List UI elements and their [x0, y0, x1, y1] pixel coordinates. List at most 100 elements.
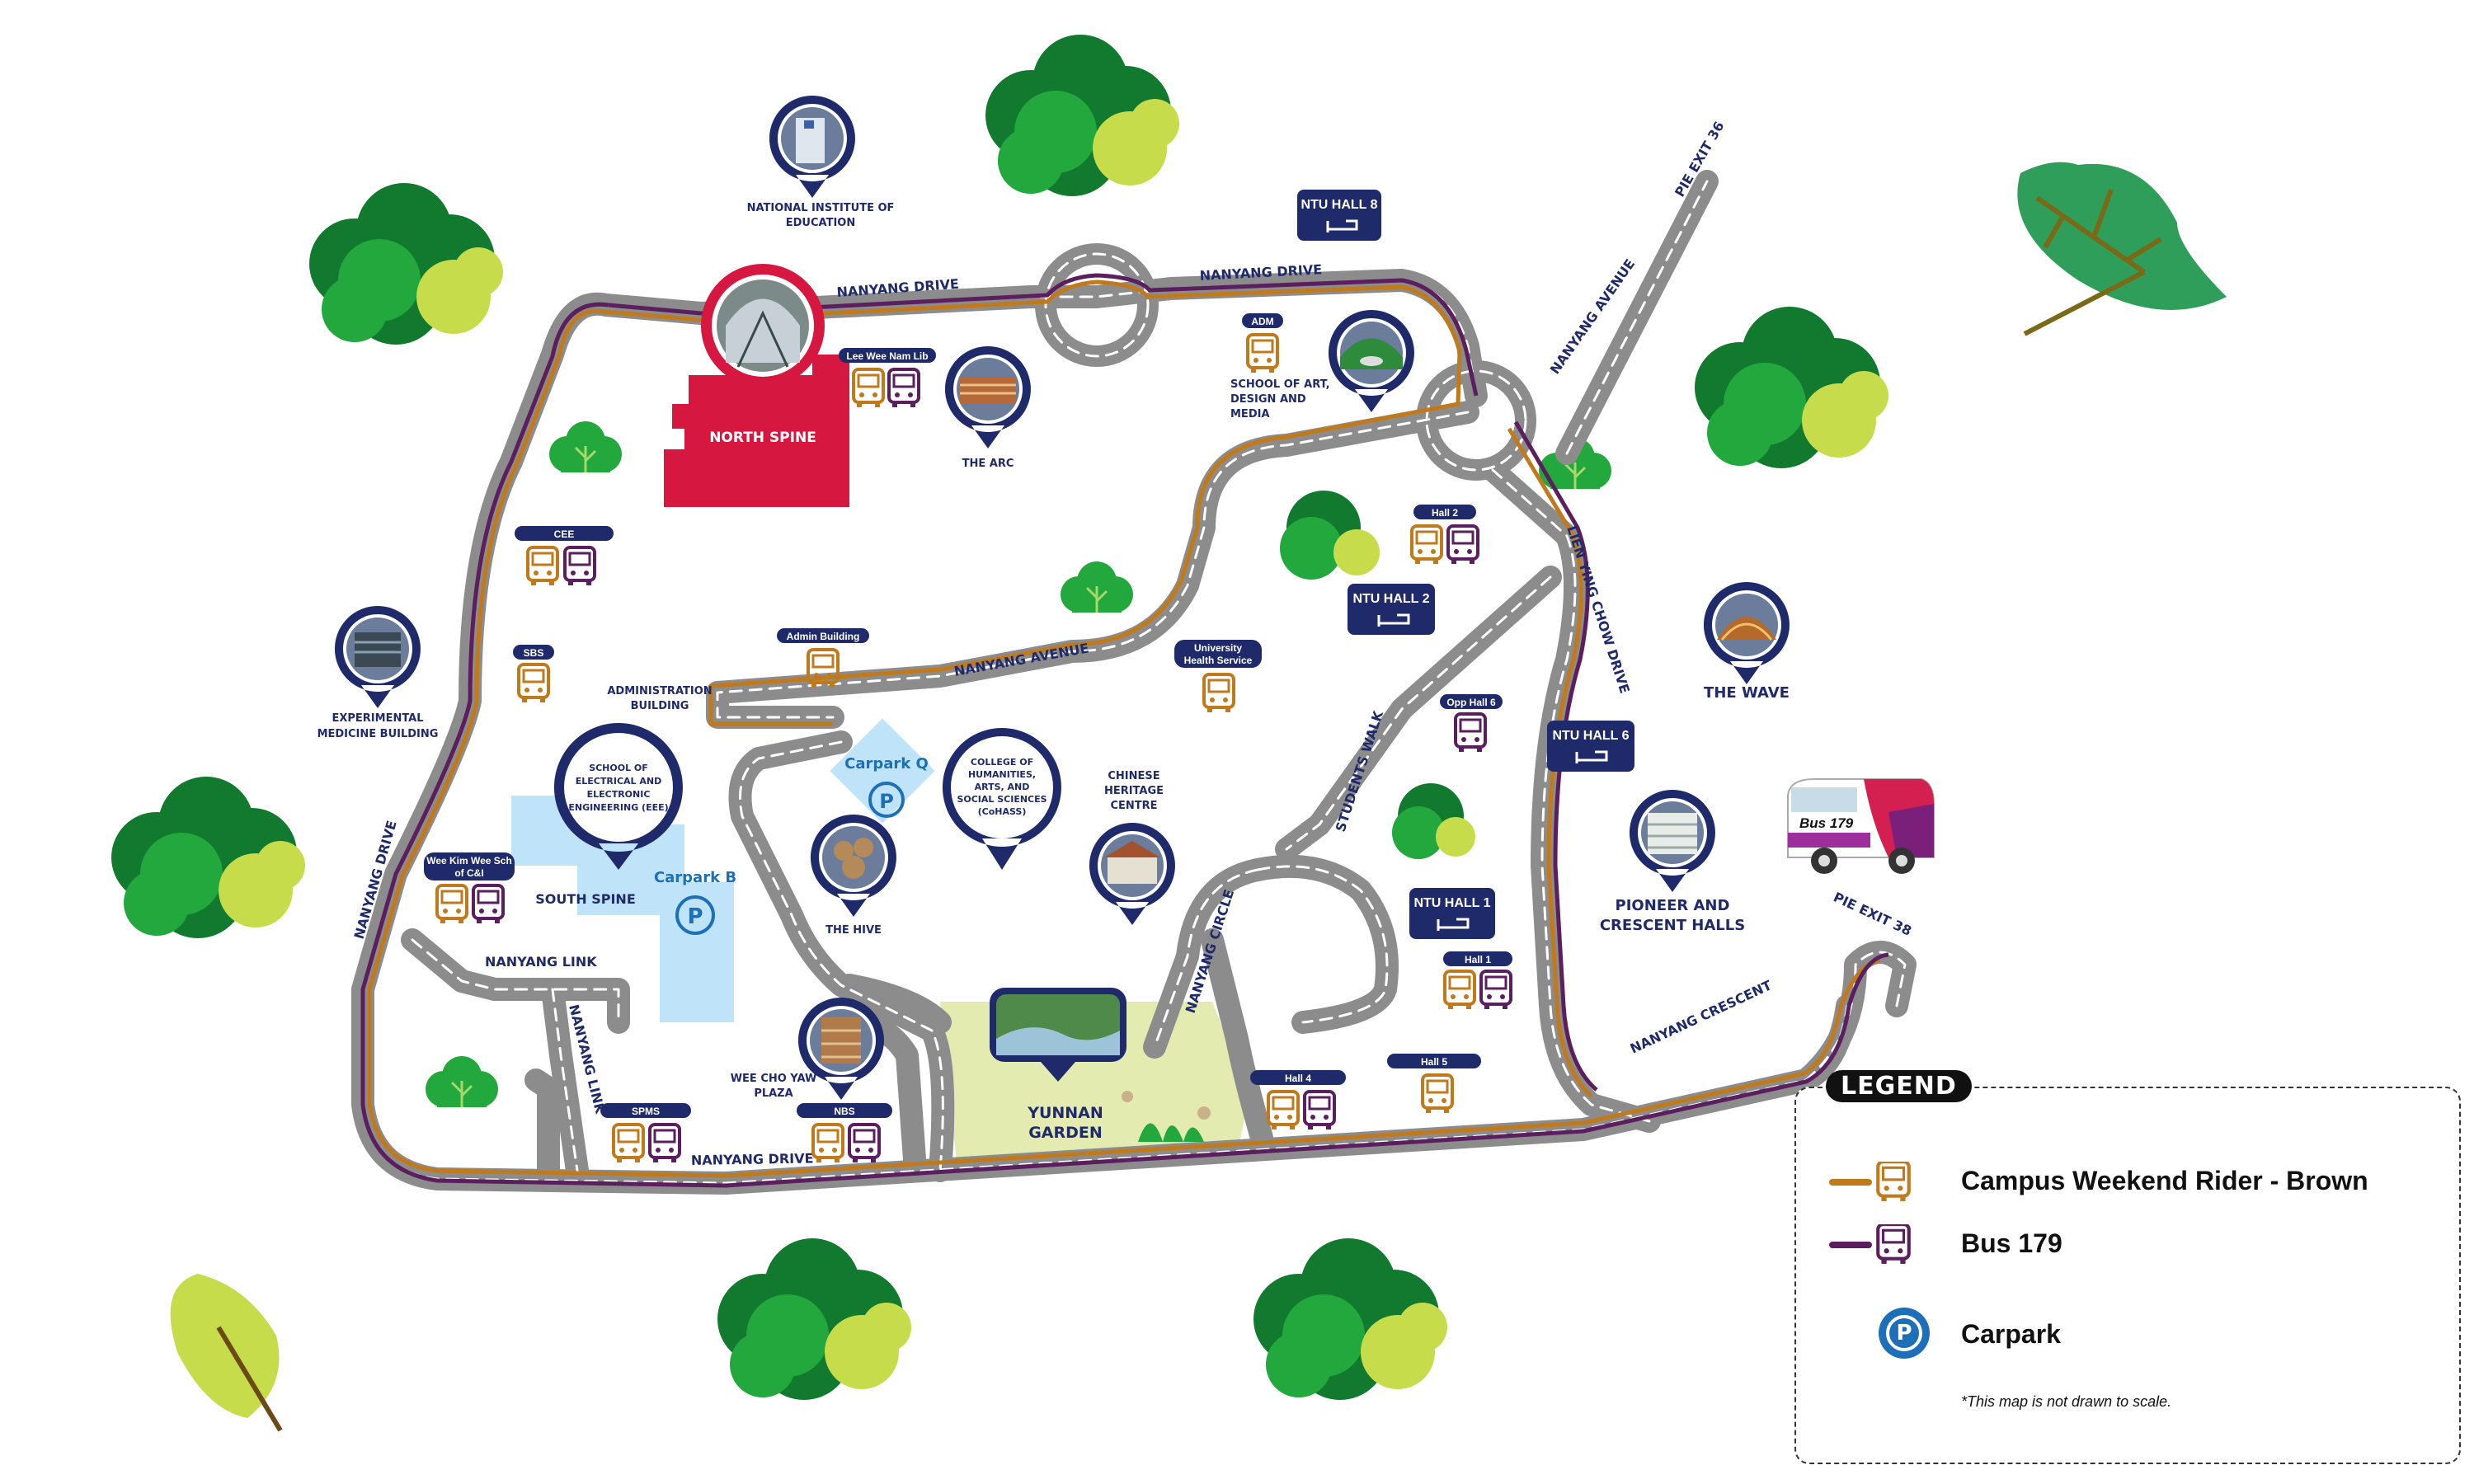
admin-building-label-2: BUILDING: [631, 700, 689, 712]
pioneer-marker[interactable]: [1629, 790, 1715, 892]
the-hive-marker[interactable]: [810, 815, 896, 917]
cohass-label-1: COLLEGE OF: [971, 757, 1033, 768]
ntu-hall-2-badge[interactable]: NTU HALL 2: [1348, 584, 1435, 635]
eee-label-2: ELECTRICAL AND: [576, 776, 661, 787]
bus-stop-hall-1[interactable]: Hall 1: [1443, 951, 1512, 1011]
bus-stop-label: University: [1194, 642, 1242, 654]
bus-brown-icon: [1202, 673, 1235, 714]
eee-label-4: ENGINEERING (EEE): [568, 802, 668, 813]
bus-brown-icon: [1410, 524, 1443, 566]
hall-label: NTU HALL 8: [1300, 198, 1377, 212]
bus-stop-label: Hall 5: [1421, 1056, 1447, 1068]
wee-cho-yaw-marker[interactable]: [797, 998, 884, 1100]
legend-title: LEGEND: [1826, 1070, 1972, 1102]
hall-label: NTU HALL 1: [1413, 896, 1490, 910]
eee-marker[interactable]: [553, 723, 683, 870]
grass-icon: [1122, 1091, 1211, 1142]
bed-icon: [1326, 219, 1358, 232]
the-hive-label: THE HIVE: [825, 924, 882, 937]
bus-stop-label: Hall 1: [1465, 954, 1491, 965]
legend-row-purple: [1829, 1220, 1912, 1270]
bus-brown-icon: [1421, 1073, 1454, 1115]
bus-purple-icon: [848, 1123, 881, 1164]
legend-purple-label: Bus 179: [1961, 1228, 2062, 1258]
the-wave-marker[interactable]: [1703, 582, 1790, 684]
road-label: NANYANG LINK: [485, 954, 597, 970]
tree-icon: [1280, 491, 1475, 859]
adm-label-1: SCHOOL OF ART,: [1230, 378, 1330, 391]
north-spine-marker[interactable]: NORTH SPINE: [664, 264, 849, 507]
legend-carpark-label: Carpark: [1961, 1319, 2061, 1349]
bus-stop-label: CEE: [554, 528, 575, 540]
bus-stop-spms[interactable]: SPMS: [600, 1103, 691, 1164]
bus-purple-icon: [472, 884, 505, 925]
bus-stop-label: Opp Hall 6: [1446, 697, 1496, 708]
bus-stop-label: ADM: [1251, 316, 1273, 327]
experimental-medicine-marker[interactable]: [334, 606, 421, 708]
bus-stop-cee[interactable]: CEE: [515, 526, 614, 587]
bus-brown-icon: [526, 546, 559, 587]
yunnan-garden-label-2: GARDEN: [1028, 1124, 1103, 1142]
wee-cho-yaw-label-2: PLAZA: [754, 1087, 793, 1100]
bus-stop-adm[interactable]: ADM: [1242, 313, 1283, 374]
bus-stop-wee-kim-wee[interactable]: Wee Kim Wee Sch of C&I: [424, 852, 515, 925]
chc-marker[interactable]: [1089, 823, 1175, 925]
the-arc-label: THE ARC: [962, 458, 1014, 470]
carpark-icon: P: [1879, 1308, 1930, 1359]
bus-stop-label: of C&I: [454, 867, 483, 879]
bus-brown-icon: [435, 884, 468, 925]
bus-brown-icon: [517, 663, 550, 704]
bus-stop-label: Hall 4: [1285, 1073, 1311, 1084]
road-label: NANYANG CRESCENT: [1628, 977, 1775, 1056]
eee-label-1: SCHOOL OF: [589, 763, 648, 773]
bus-stop-lee-wee-nam[interactable]: Lee Wee Nam Lib: [839, 348, 936, 409]
bus-purple-icon: [1446, 524, 1479, 566]
bus-stop-label: SBS: [524, 647, 544, 659]
bus-brown-icon: [1267, 1090, 1300, 1131]
bus-stop-label: Hall 2: [1432, 507, 1458, 519]
parking-symbol: P: [879, 790, 894, 813]
tree-icon: [985, 35, 1179, 196]
adm-marker[interactable]: [1328, 310, 1414, 412]
nie-marker[interactable]: [769, 96, 855, 198]
bus-stop-label: Health Service: [1184, 655, 1253, 666]
bus-brown-icon: [1875, 1162, 1912, 1203]
cohass-label-2: HUMANITIES,: [968, 769, 1036, 780]
chc-label-1: CHINESE: [1108, 770, 1159, 782]
bus-stop-label: SPMS: [632, 1106, 660, 1117]
bus-stop-hall-2[interactable]: Hall 2: [1410, 505, 1479, 566]
yunnan-garden-marker[interactable]: [990, 988, 1126, 1082]
bus-purple-icon: [1454, 712, 1487, 754]
the-wave-label: THE WAVE: [1704, 684, 1790, 702]
bus-stop-opp-hall-6[interactable]: Opp Hall 6: [1440, 694, 1503, 754]
bus-stop-uhs[interactable]: University Health Service: [1174, 640, 1262, 714]
bus-purple-icon: [648, 1123, 681, 1164]
bus-stop-sbs[interactable]: SBS: [513, 645, 554, 704]
experimental-label-2: MEDICINE BUILDING: [317, 728, 439, 740]
bus-stop-hall-5[interactable]: Hall 5: [1387, 1054, 1481, 1115]
bus-brown-icon: [807, 648, 840, 689]
carpark-b-area: [511, 796, 734, 1022]
ntu-hall-6-badge[interactable]: NTU HALL 6: [1547, 721, 1634, 772]
bush-icon: [548, 420, 623, 474]
legend-row-brown: [1829, 1158, 1912, 1207]
road-label: PIE EXIT 38: [1831, 889, 1914, 938]
north-spine-label: NORTH SPINE: [709, 430, 816, 446]
cohass-label-3: ARTS, AND: [975, 782, 1030, 792]
bush-icon: [1059, 560, 1135, 614]
carpark-b-icon[interactable]: P: [675, 895, 715, 935]
the-arc-marker[interactable]: [944, 346, 1031, 448]
wee-cho-yaw-label-1: WEE CHO YAW: [731, 1073, 817, 1085]
bus-stop-hall-4[interactable]: Hall 4: [1250, 1070, 1346, 1131]
ntu-hall-1-badge[interactable]: NTU HALL 1: [1409, 888, 1495, 939]
ntu-hall-8-badge[interactable]: NTU HALL 8: [1297, 190, 1381, 241]
chc-label-3: CENTRE: [1110, 800, 1157, 812]
cohass-marker[interactable]: [942, 728, 1061, 870]
bus-stop-admin-building[interactable]: Admin Building: [777, 628, 869, 689]
carpark-q-label: Carpark Q: [844, 755, 929, 773]
tree-icon: [1695, 307, 1888, 468]
bus-purple-icon: [887, 368, 920, 409]
bus-stop-nbs[interactable]: NBS: [797, 1103, 892, 1164]
carpark-q-icon[interactable]: P: [868, 782, 905, 818]
